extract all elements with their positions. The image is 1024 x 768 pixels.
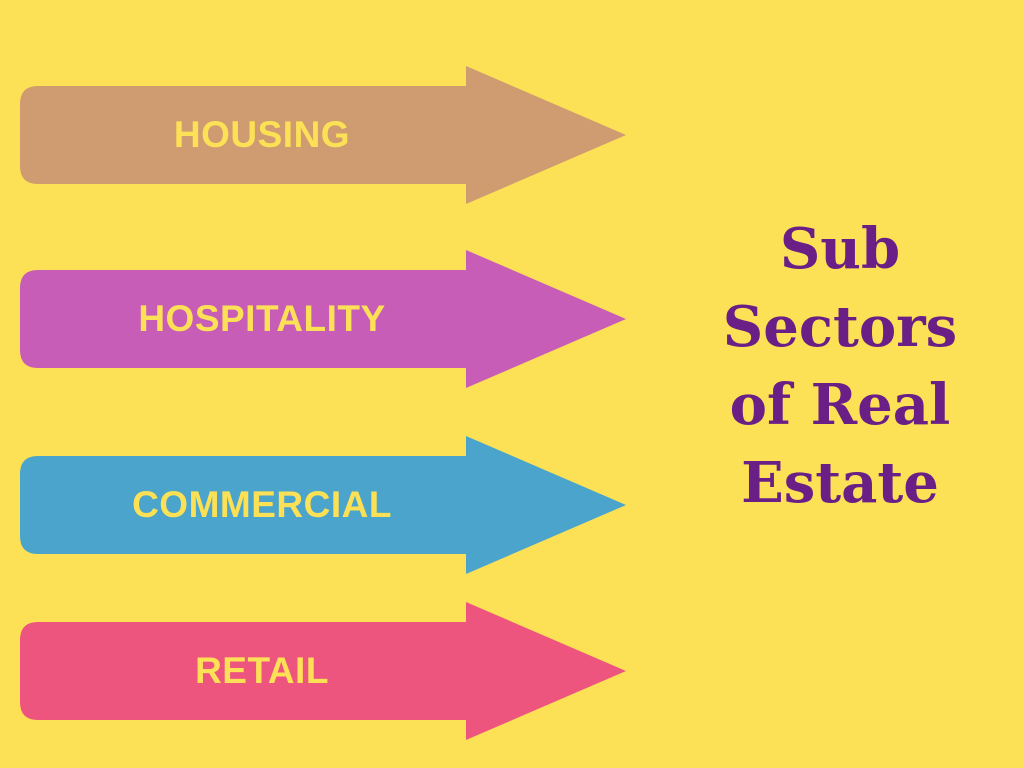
title-line-4: Estate xyxy=(741,450,939,516)
arrow-hospitality xyxy=(20,250,626,388)
arrows-layer xyxy=(20,66,626,740)
arrow-label-retail: RETAIL xyxy=(195,650,329,691)
arrow-label-housing: HOUSING xyxy=(173,114,351,155)
title-line-2: Sectors xyxy=(722,294,958,360)
arrow-housing xyxy=(20,66,626,204)
arrow-retail xyxy=(20,602,626,740)
title-line-3: of Real xyxy=(729,372,951,438)
arrow-label-commercial: COMMERCIAL xyxy=(132,484,392,525)
arrow-commercial xyxy=(20,436,626,574)
arrow-label-hospitality: HOSPITALITY xyxy=(138,298,386,339)
diagram-title: Sub Sectors of Real Estate xyxy=(690,210,990,522)
title-line-1: Sub xyxy=(779,216,901,282)
